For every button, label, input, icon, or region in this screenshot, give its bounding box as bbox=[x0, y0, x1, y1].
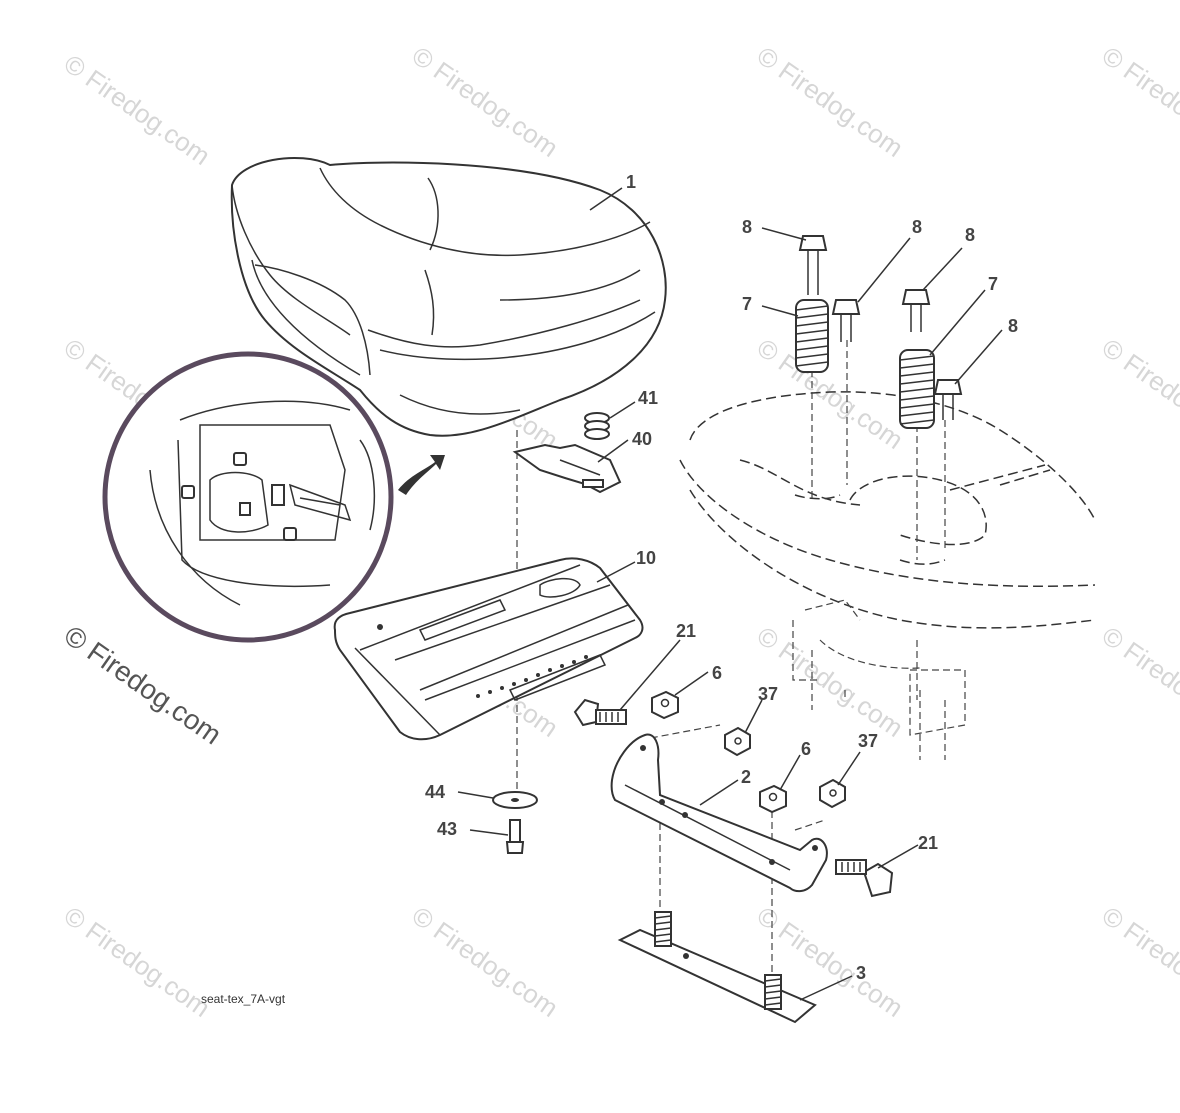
watermark: © Firedog.com bbox=[59, 900, 216, 1023]
callout-43: 43 bbox=[437, 819, 457, 839]
mount-plate bbox=[617, 911, 817, 1024]
leader-lines bbox=[457, 187, 1003, 1001]
watermark: © Firedog.com bbox=[1097, 620, 1180, 743]
lock-nut bbox=[724, 726, 751, 757]
bolt bbox=[831, 299, 861, 342]
callout-8: 8 bbox=[1008, 316, 1018, 336]
watermark-main: © Firedog.com bbox=[59, 620, 228, 751]
callout-21: 21 bbox=[676, 621, 696, 641]
latch-clip bbox=[512, 443, 622, 494]
callout-6: 6 bbox=[712, 663, 722, 683]
watermark: © Firedog.com bbox=[752, 620, 909, 743]
spring-left bbox=[795, 299, 829, 373]
diagram-code: seat-tex_7A-vgt bbox=[201, 992, 286, 1006]
nut bbox=[759, 784, 787, 814]
adjust-holes bbox=[476, 655, 588, 698]
spring-small bbox=[584, 412, 610, 440]
bolt bbox=[798, 235, 828, 295]
watermark: © Firedog.com bbox=[1097, 332, 1180, 455]
bolt bbox=[901, 289, 931, 332]
callout-21: 21 bbox=[918, 833, 938, 853]
callout-7: 7 bbox=[742, 294, 752, 314]
shoulder-bolt-right bbox=[835, 859, 894, 898]
callout-40: 40 bbox=[632, 429, 652, 449]
watermark: © Firedog.com bbox=[407, 900, 564, 1023]
callout-8: 8 bbox=[742, 217, 752, 237]
bolt bbox=[933, 379, 963, 420]
callout-41: 41 bbox=[638, 388, 658, 408]
callout-8: 8 bbox=[912, 217, 922, 237]
spring-right bbox=[899, 349, 935, 429]
washer bbox=[492, 791, 538, 809]
callout-37: 37 bbox=[758, 684, 778, 704]
seat-bracket bbox=[610, 733, 828, 893]
callout-3: 3 bbox=[856, 963, 866, 983]
callout-44: 44 bbox=[425, 782, 445, 802]
callout-6: 6 bbox=[801, 739, 811, 759]
small-bolt bbox=[505, 819, 525, 854]
callout-8: 8 bbox=[965, 225, 975, 245]
lock-nut bbox=[819, 778, 846, 809]
callout-2: 2 bbox=[741, 767, 751, 787]
detail-magnifier bbox=[102, 351, 445, 643]
callout-1: 1 bbox=[626, 172, 636, 192]
watermark: © Firedog.com bbox=[1097, 900, 1180, 1023]
callout-labels: 1 8 8 8 7 7 8 41 40 10 21 6 37 2 6 37 21… bbox=[425, 172, 1018, 983]
callout-10: 10 bbox=[636, 548, 656, 568]
nut bbox=[651, 690, 679, 720]
watermark: © Firedog.com bbox=[752, 40, 909, 163]
callout-37: 37 bbox=[858, 731, 878, 751]
watermark: © Firedog.com bbox=[752, 332, 909, 455]
callout-7: 7 bbox=[988, 274, 998, 294]
seat bbox=[230, 157, 667, 437]
shoulder-bolt-left bbox=[573, 698, 627, 727]
seat-pan bbox=[333, 557, 644, 741]
watermark: © Firedog.com bbox=[1097, 40, 1180, 163]
watermark: © Firedog.com bbox=[59, 48, 216, 171]
watermark: © Firedog.com bbox=[407, 40, 564, 163]
